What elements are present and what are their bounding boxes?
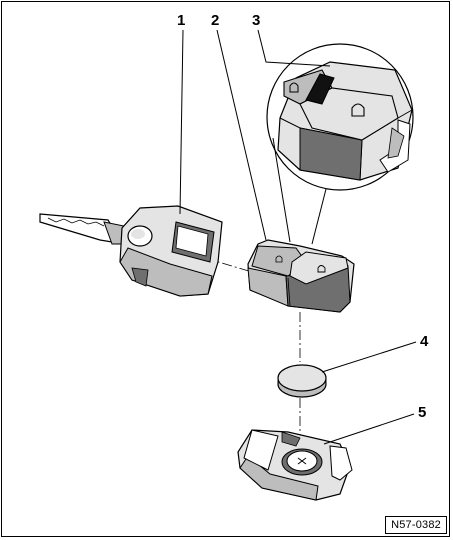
callout-4: 4 <box>420 333 429 350</box>
callout-1: 1 <box>177 12 186 29</box>
battery-holder <box>237 429 353 501</box>
callout-2: 2 <box>211 12 220 29</box>
magnifier-leader-left <box>272 137 291 243</box>
magnifier-leader-right <box>311 188 327 245</box>
callout-3: 3 <box>252 12 261 29</box>
button-pad <box>247 239 355 313</box>
magnifier-detail <box>266 43 414 191</box>
callout-leaders <box>179 29 417 445</box>
key-housing-with-blade <box>39 205 223 297</box>
callout-5: 5 <box>418 404 427 421</box>
figure-reference-code: N57-0382 <box>385 516 447 534</box>
battery-cell <box>277 364 327 398</box>
